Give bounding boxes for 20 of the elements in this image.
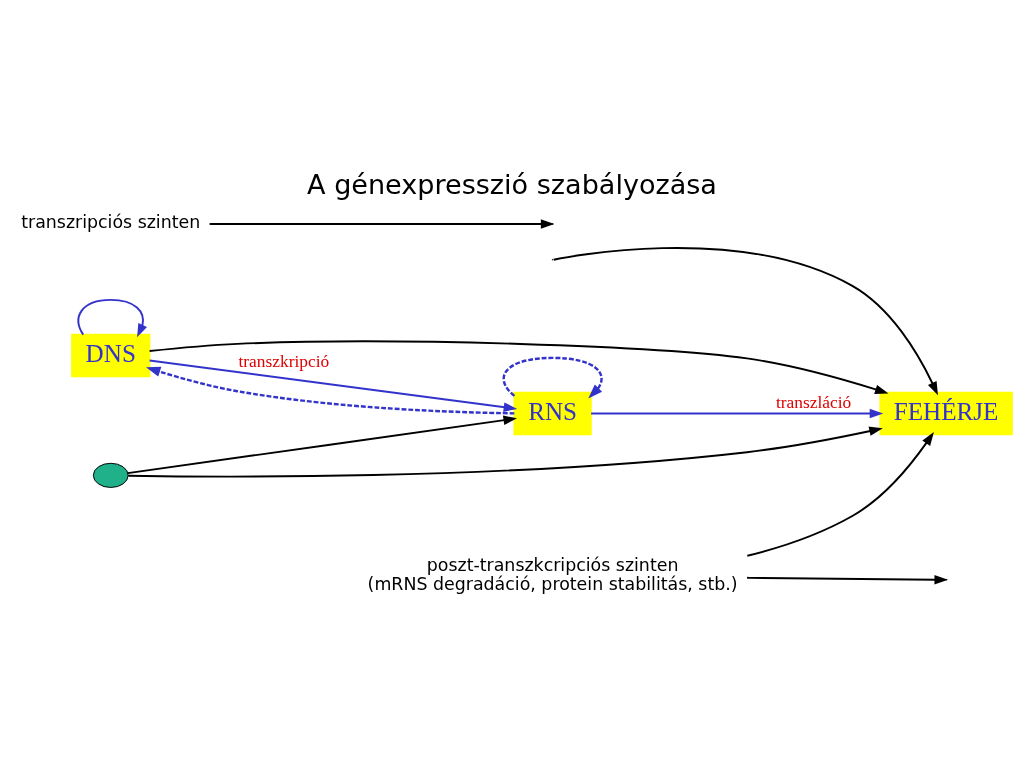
diagram-title: A génexpresszió szabályozása bbox=[307, 169, 717, 201]
arrow bbox=[590, 408, 884, 419]
arrow bbox=[127, 426, 883, 478]
node-box: DNS bbox=[71, 333, 151, 378]
arrow bbox=[148, 340, 889, 394]
arrow bbox=[77, 298, 147, 338]
arrow bbox=[552, 247, 938, 396]
arrow bbox=[746, 574, 949, 585]
arrow bbox=[148, 359, 518, 412]
node-text: transzripciós szinten bbox=[21, 212, 201, 233]
arrow bbox=[146, 366, 515, 415]
node-box: FEHÉRJE bbox=[879, 391, 1013, 436]
node-ellipse bbox=[92, 462, 129, 488]
arrow bbox=[746, 432, 934, 557]
edge-label: transzláció bbox=[776, 392, 852, 413]
node-box: RNS bbox=[513, 391, 592, 436]
edge-label: transzkripció bbox=[238, 350, 330, 371]
node-text: poszt-transzkcripciós szinten (mRNS degradáció, protein stabilitás, stb.) bbox=[367, 554, 738, 594]
arrow bbox=[502, 356, 603, 399]
arrow bbox=[126, 415, 517, 475]
